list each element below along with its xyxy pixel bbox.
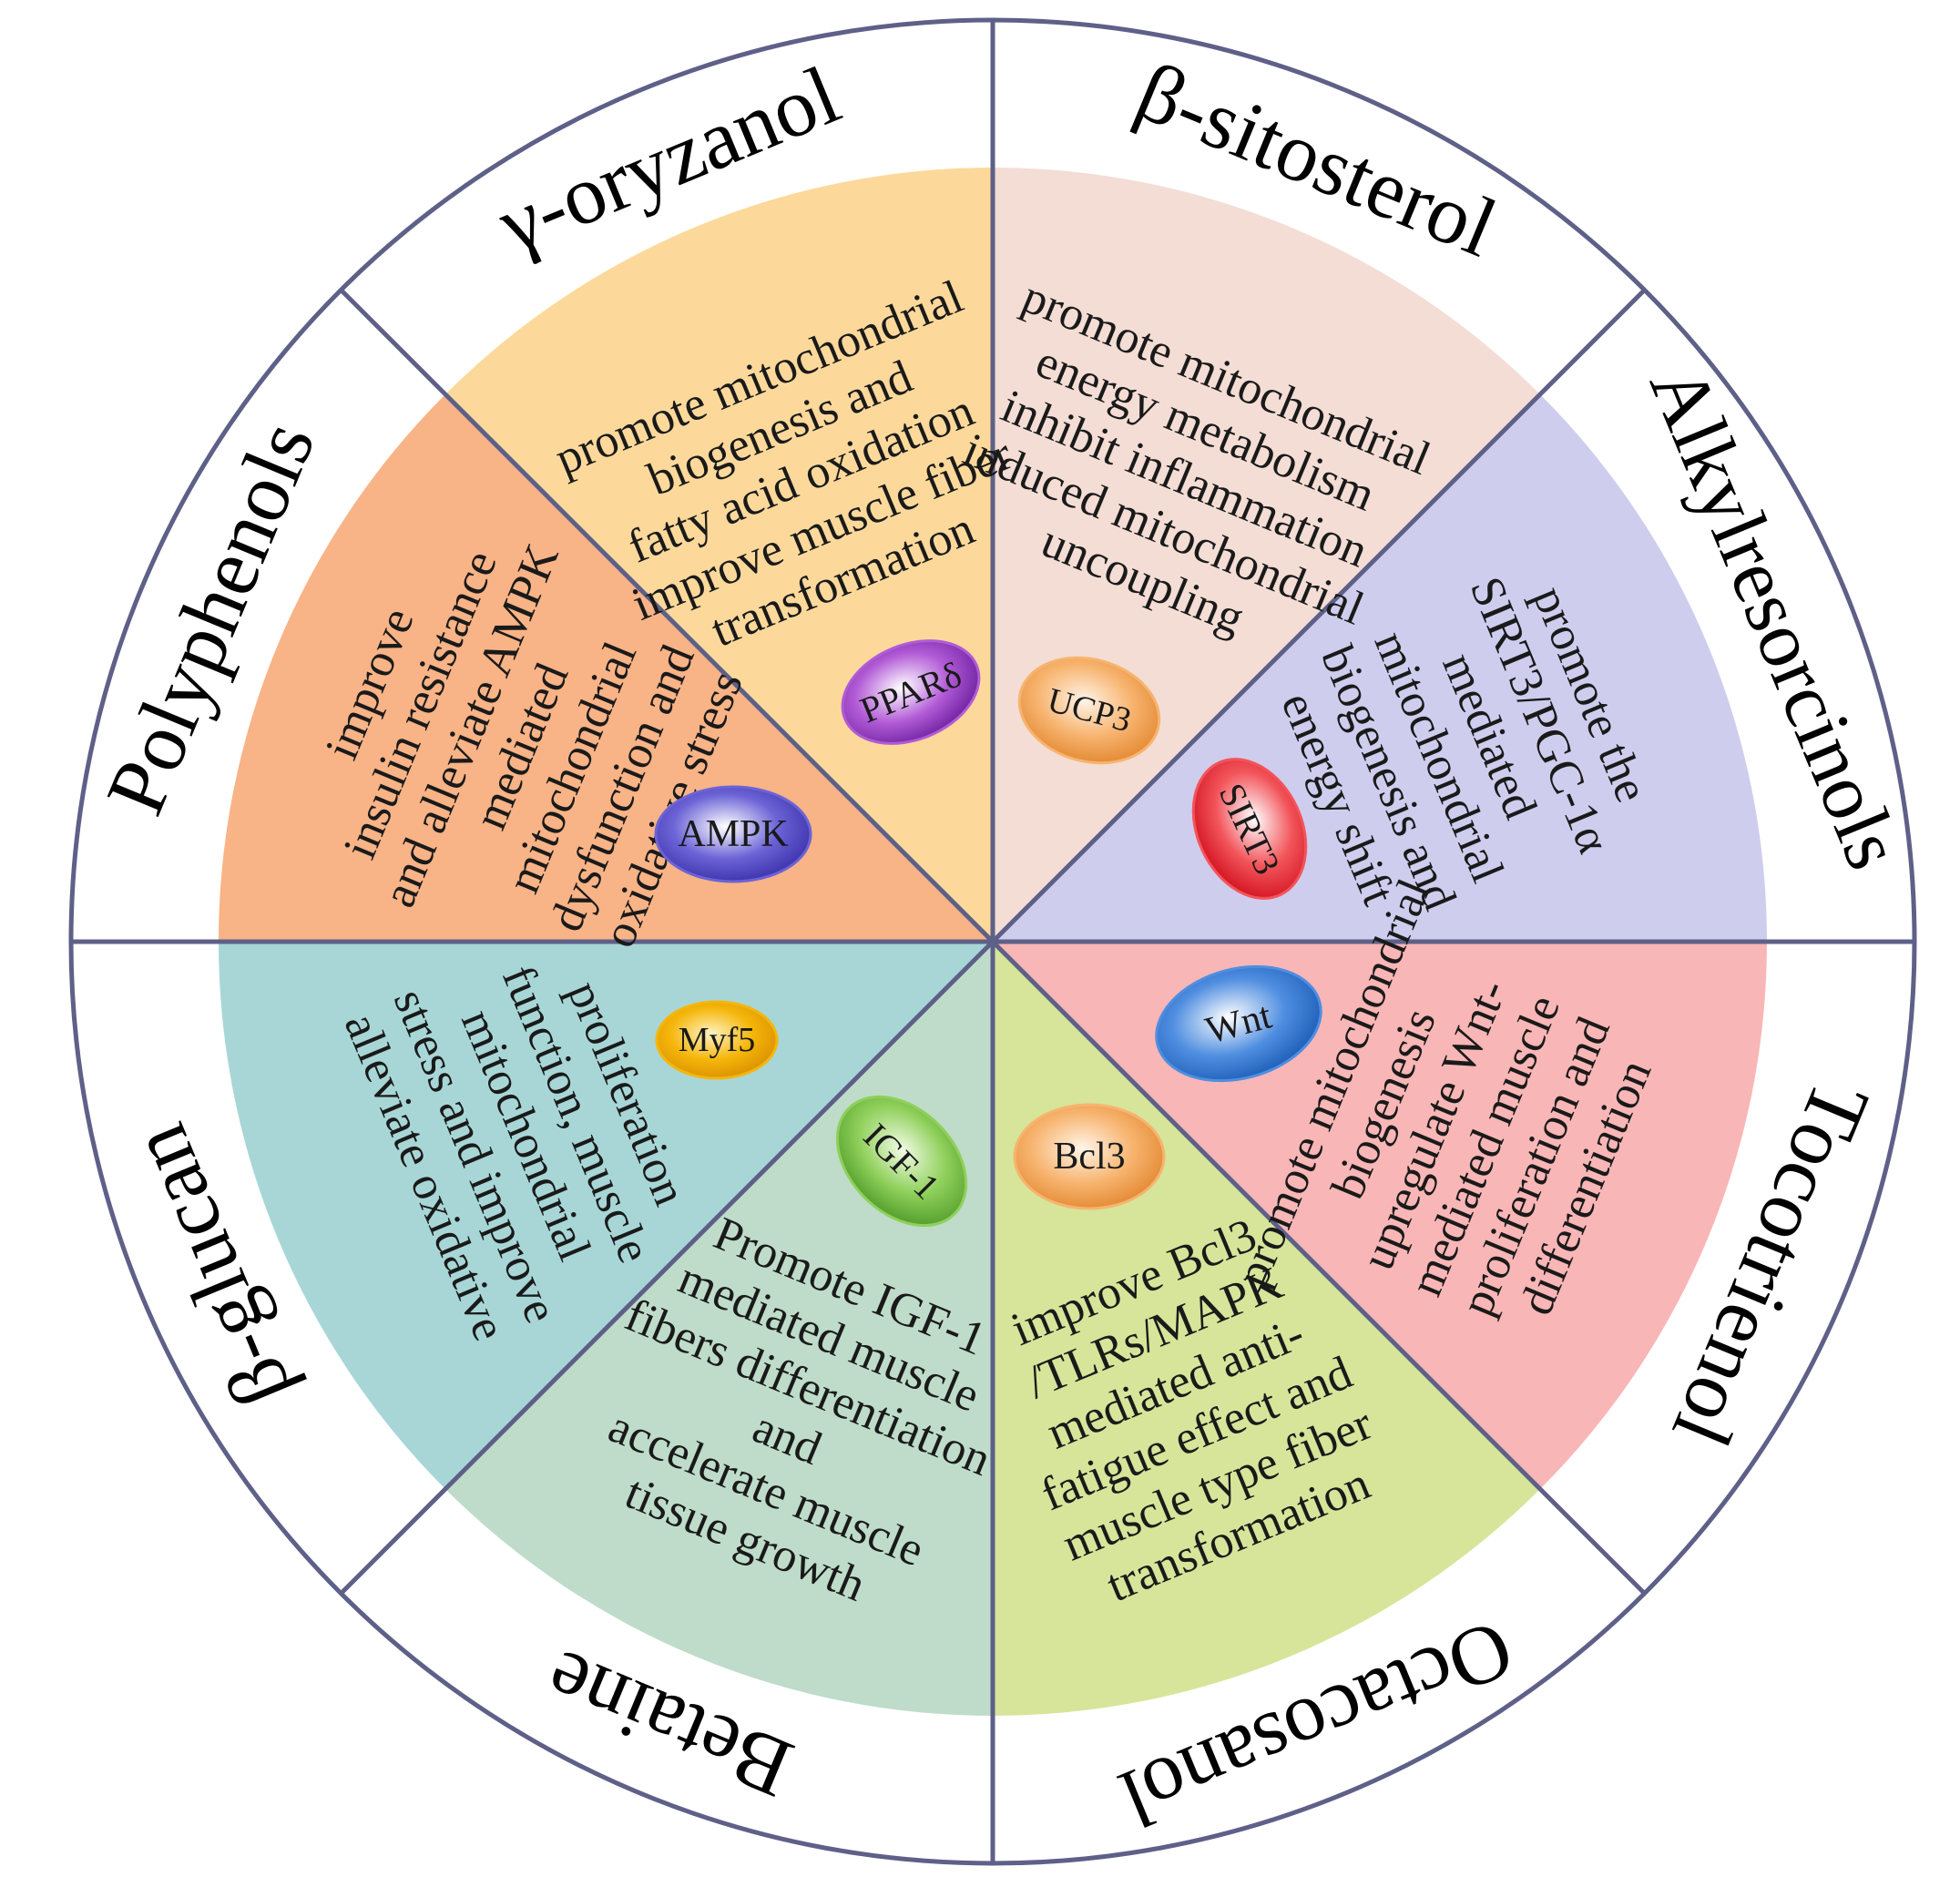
- badge-glucan: Myf5: [655, 1000, 779, 1080]
- badge-label: Myf5: [679, 1021, 755, 1059]
- badge-ellipse: [655, 1000, 779, 1080]
- divider-line: [991, 288, 1647, 944]
- divider-line: [339, 940, 995, 1596]
- badge-ellipse: [654, 785, 812, 883]
- badge-betaine: IGF-1: [835, 1095, 968, 1228]
- badge-label: Bcl3: [1053, 1136, 1125, 1178]
- divider-line: [339, 288, 995, 944]
- badge-oryzanol: PPARδ: [841, 639, 981, 745]
- badge-tocotrienol: Wnt: [1155, 964, 1322, 1083]
- badge-polyphenols: AMPK: [654, 785, 812, 883]
- badge-ellipse: [841, 639, 981, 745]
- badge-ellipse: [835, 1095, 968, 1228]
- badge-ellipse: [1013, 1103, 1166, 1210]
- badge-ellipse: [1017, 656, 1161, 765]
- sector-polyphenols: [219, 394, 993, 942]
- sector-oryzanol: [445, 168, 993, 942]
- badge-label: AMPK: [678, 813, 788, 855]
- badge-octacosanol: Bcl3: [1013, 1103, 1166, 1210]
- divider-lines: [71, 20, 1914, 1863]
- sector-alkylresorcinols: [993, 394, 1767, 942]
- badge-sitosterol: UCP3: [1017, 656, 1161, 765]
- badge-alkylresorcinols: SIRT3: [1191, 758, 1308, 900]
- badge-ellipse: [1191, 758, 1308, 900]
- sector-glucan: [219, 942, 993, 1489]
- divider-line: [991, 940, 1647, 1596]
- sector-tocotrienol: [993, 942, 1767, 1489]
- badge-ellipse: [1155, 964, 1322, 1083]
